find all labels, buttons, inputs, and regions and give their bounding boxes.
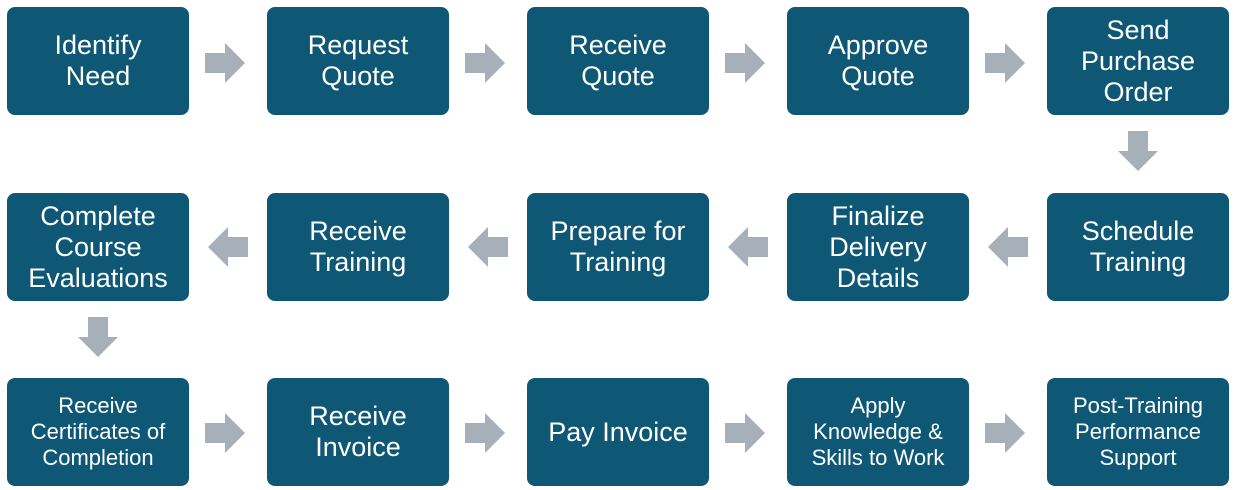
step-receive-quote: Receive Quote	[527, 7, 709, 115]
step-send-purchase-order: Send Purchase Order	[1047, 7, 1229, 115]
arrow-left-icon	[728, 227, 768, 267]
arrow-left-icon	[988, 227, 1028, 267]
arrow-down-icon	[1118, 131, 1158, 171]
arrow-right-icon	[465, 43, 505, 83]
step-post-training-support: Post-Training Performance Support	[1047, 378, 1229, 486]
arrow-right-icon	[725, 43, 765, 83]
arrow-down-icon	[78, 317, 118, 357]
step-finalize-delivery-details: Finalize Delivery Details	[787, 193, 969, 301]
arrow-left-icon	[208, 227, 248, 267]
step-approve-quote: Approve Quote	[787, 7, 969, 115]
step-receive-training: Receive Training	[267, 193, 449, 301]
step-identify-need: Identify Need	[7, 7, 189, 115]
step-schedule-training: Schedule Training	[1047, 193, 1229, 301]
arrow-right-icon	[205, 43, 245, 83]
arrow-right-icon	[725, 413, 765, 453]
step-pay-invoice: Pay Invoice	[527, 378, 709, 486]
step-apply-knowledge: Apply Knowledge & Skills to Work	[787, 378, 969, 486]
arrow-right-icon	[985, 413, 1025, 453]
step-receive-certificates: Receive Certificates of Completion	[7, 378, 189, 486]
arrow-right-icon	[205, 413, 245, 453]
step-complete-course-evaluations: Complete Course Evaluations	[7, 193, 189, 301]
arrow-right-icon	[465, 413, 505, 453]
step-request-quote: Request Quote	[267, 7, 449, 115]
arrow-left-icon	[468, 227, 508, 267]
step-prepare-for-training: Prepare for Training	[527, 193, 709, 301]
arrow-right-icon	[985, 43, 1025, 83]
step-receive-invoice: Receive Invoice	[267, 378, 449, 486]
